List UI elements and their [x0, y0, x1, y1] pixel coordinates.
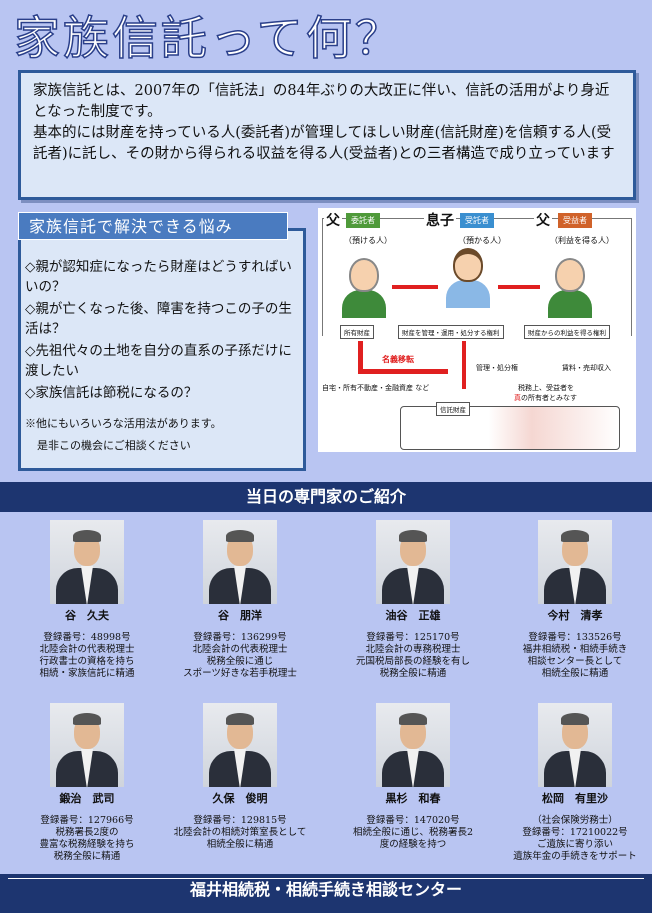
trustee-sub: （預かる人） — [458, 236, 506, 245]
son-label: 息子 — [424, 210, 456, 230]
expert-name: 黒杉 和春 — [385, 792, 441, 805]
transfer-label: 名義移転 — [382, 355, 414, 364]
expert-detail: 度の経験を持つ — [379, 839, 447, 850]
worries-heading: 家族信託で解決できる悩み — [18, 212, 288, 240]
intro-paragraph-1: 家族信託とは、2007年の「信託法」の84年ぶりの大改正に伴い、信託の活用がより… — [33, 83, 610, 120]
expert-card: 松岡 有里沙 （社会保険労務士）登録番号：17210022号ご遺族に寄り添い遺族年… — [495, 703, 652, 863]
expert-photo — [203, 703, 277, 787]
expert-detail: 税務署長2度の — [55, 827, 119, 838]
worry-item: ◇親が認知症になったら財産はどうすればいいの？ — [25, 259, 292, 295]
expert-photo — [376, 520, 450, 604]
expert-detail: 登録番号：125170号 — [366, 632, 460, 643]
manage-right-box: 財産を管理・運用・処分する権利 — [398, 325, 504, 339]
tax-label: 税務上、受益者を — [518, 384, 574, 392]
worries-box: ◇親が認知症になったら財産はどうすればいいの？ ◇親が亡くなった後、障害を持つこ… — [18, 228, 306, 471]
expert-card: 油谷 正雄登録番号：125170号北陸会計の専務税理士元国税局部長の経験を有し税… — [333, 520, 493, 680]
expert-name: 谷 朋洋 — [218, 609, 262, 622]
double-arrow-icon — [392, 285, 438, 289]
expert-detail: 登録番号：17210022号 — [522, 827, 628, 838]
expert-detail: 北陸会計の代表税理士 — [39, 644, 135, 655]
father-label: 父 — [324, 210, 342, 230]
expert-detail: 元国税局部長の経験を有し — [355, 656, 470, 667]
worry-item: ◇先祖代々の土地を自分の直系の子孫だけに渡したい — [25, 343, 292, 379]
expert-detail: 行政書士の資格を持ち — [39, 656, 135, 667]
expert-detail: 登録番号：127966号 — [40, 815, 134, 826]
expert-detail: 税務全般に精通 — [53, 851, 121, 862]
expert-detail: 登録番号：136299号 — [193, 632, 287, 643]
expert-detail: 北陸会計の専務税理士 — [365, 644, 461, 655]
expert-detail: 登録番号：147020号 — [366, 815, 460, 826]
expert-detail: 北陸会計の代表税理士 — [192, 644, 288, 655]
expert-detail: ご遺族に寄り添い — [536, 839, 613, 850]
expert-detail: 税務全般に精通 — [379, 668, 447, 679]
trust-property-label: 信託財産 — [436, 402, 470, 416]
expert-name: 今村 清孝 — [547, 609, 603, 622]
expert-detail: （社会保険労務士） — [532, 815, 618, 826]
worry-item: ◇家族信託は節税になるの？ — [25, 385, 198, 401]
transfer-arrow-icon-2 — [358, 369, 448, 374]
expert-detail: 相談センター長として — [527, 656, 623, 667]
tax-label-2: 真の所有者とみなす — [514, 393, 577, 403]
worries-note-2: 是非この機会にご相談ください — [37, 439, 191, 452]
worries-note: ※他にもいろいろな活用法があります。 — [25, 417, 222, 430]
settlor-sub: （預ける人） — [344, 236, 392, 245]
expert-detail: 登録番号：133526号 — [528, 632, 622, 643]
beneficiary-tag: 受益者 — [558, 213, 592, 228]
expert-photo — [203, 520, 277, 604]
expert-name: 谷 久夫 — [65, 609, 109, 622]
expert-detail: 遺族年金の手続きをサポート — [513, 851, 637, 862]
expert-card: 鍛治 武司登録番号：127966号税務署長2度の豊富な税務経験を持ち税務全般に精… — [7, 703, 167, 863]
expert-card: 谷 久夫登録番号：48998号北陸会計の代表税理士行政書士の資格を持ち相続・家族… — [7, 520, 167, 680]
page-title: 家族信託って何？ — [13, 10, 404, 66]
expert-detail: 相続全般に精通 — [541, 668, 609, 679]
intro-box: 家族信託とは、2007年の「信託法」の84年ぶりの大改正に伴い、信託の活用がより… — [18, 70, 636, 200]
expert-photo — [538, 703, 612, 787]
expert-name: 松岡 有里沙 — [542, 792, 608, 805]
expert-card: 久保 俊明登録番号：129815号北陸会計の相続対策室長として相続全般に精通 — [160, 703, 320, 851]
expert-detail: 登録番号：129815号 — [193, 815, 287, 826]
experts-banner: 当日の専門家のご紹介 — [0, 482, 652, 512]
transfer-arrow-icon — [358, 341, 363, 373]
rent-label: 賃料・売却収入 — [562, 364, 611, 372]
expert-photo — [376, 703, 450, 787]
beneficiary-sub: （利益を得る人） — [550, 236, 614, 245]
expert-photo — [50, 520, 124, 604]
expert-name: 久保 俊明 — [212, 792, 268, 805]
tax-label-rest: の所有者とみなす — [521, 394, 577, 402]
management-label: 管理・処分権 — [476, 364, 518, 372]
vertical-arrow-icon — [462, 341, 466, 389]
expert-detail: スポーツ好きな若手税理士 — [183, 668, 297, 679]
expert-detail: 豊富な税務経験を持ち — [39, 839, 135, 850]
settlor-tag: 委託者 — [346, 213, 380, 228]
expert-detail: 相続・家族信託に精通 — [39, 668, 135, 679]
expert-photo — [538, 520, 612, 604]
expert-detail: 税務全般に通じ — [206, 656, 274, 667]
father-beneficiary-illustration — [548, 258, 592, 318]
trust-property-illustration — [400, 406, 620, 450]
family-trust-diagram: 父 委託者 （預ける人） 息子 受託者 （預かる人） 父 受益者 （利益を得る人… — [318, 208, 636, 452]
expert-name: 油谷 正雄 — [385, 609, 441, 622]
right-arrow-icon — [498, 285, 540, 289]
benefit-right-box: 財産からの利益を得る権利 — [524, 325, 610, 339]
son-illustration — [446, 248, 490, 308]
expert-detail: 登録番号：48998号 — [43, 632, 131, 643]
worry-item: ◇親が亡くなった後、障害を持つこの子の生活は？ — [25, 301, 292, 337]
expert-detail: 北陸会計の相続対策室長として — [173, 827, 307, 838]
intro-paragraph-2: 基本的には財産を持っている人(委託者)が管理してほしい財産(信託財産)を信頼する… — [33, 125, 615, 162]
expert-detail: 相続全般に精通 — [206, 839, 274, 850]
expert-card: 谷 朋洋登録番号：136299号北陸会計の代表税理士税務全般に通じスポーツ好きな… — [160, 520, 320, 680]
trustee-tag: 受託者 — [460, 213, 494, 228]
expert-photo — [50, 703, 124, 787]
expert-detail: 福井相続税・相続手続き — [522, 644, 628, 655]
tax-label-emphasis: 真 — [514, 394, 521, 402]
owned-property-box: 所有財産 — [340, 325, 374, 339]
father-illustration — [342, 258, 386, 318]
expert-card: 今村 清孝登録番号：133526号福井相続税・相続手続き相談センター長として相続… — [495, 520, 652, 680]
assets-label: 自宅・所有不動産・金融資産 など — [322, 384, 430, 392]
footer-organization: 福井相続税・相続手続き相談センター — [0, 874, 652, 913]
father-label-2: 父 — [534, 210, 552, 230]
expert-name: 鍛治 武司 — [59, 792, 115, 805]
expert-detail: 相続全般に通じ、税務署長2 — [352, 827, 474, 838]
